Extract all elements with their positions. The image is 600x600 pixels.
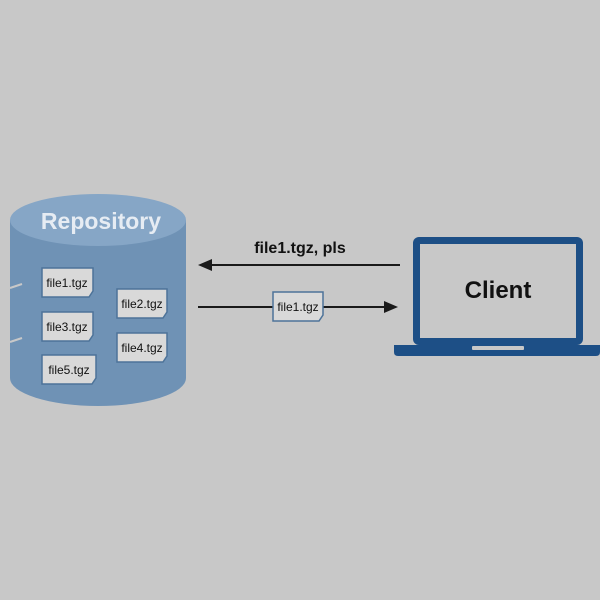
file-label: file3.tgz <box>46 320 87 334</box>
file-label: file4.tgz <box>121 341 162 355</box>
client-label: Client <box>465 277 532 304</box>
laptop-icon: Client <box>394 237 600 356</box>
repository-title: Repository <box>41 208 161 234</box>
file-icon-3: file3.tgz <box>41 311 94 342</box>
response-file-label: file1.tgz <box>277 300 318 314</box>
arrowhead-left <box>198 259 212 271</box>
file-label: file1.tgz <box>46 276 87 290</box>
file-icon-5: file5.tgz <box>41 354 97 385</box>
arrowhead-right <box>384 301 398 313</box>
file-label: file5.tgz <box>48 363 89 377</box>
request-arrow <box>198 259 400 271</box>
request-label: file1.tgz, pls <box>254 240 346 257</box>
laptop-screen <box>420 244 576 338</box>
cylinder-top <box>10 194 186 246</box>
response-file-icon: file1.tgz <box>272 291 324 322</box>
file-icon-4: file4.tgz <box>116 332 168 363</box>
cylinder-rim-mark <box>9 337 23 343</box>
file-icon-1: file1.tgz <box>41 267 94 298</box>
file-icon-2: file2.tgz <box>116 288 168 319</box>
laptop-base <box>394 345 600 356</box>
laptop-notch <box>472 346 524 350</box>
file-label: file2.tgz <box>121 297 162 311</box>
cylinder-rim-mark <box>9 283 23 289</box>
